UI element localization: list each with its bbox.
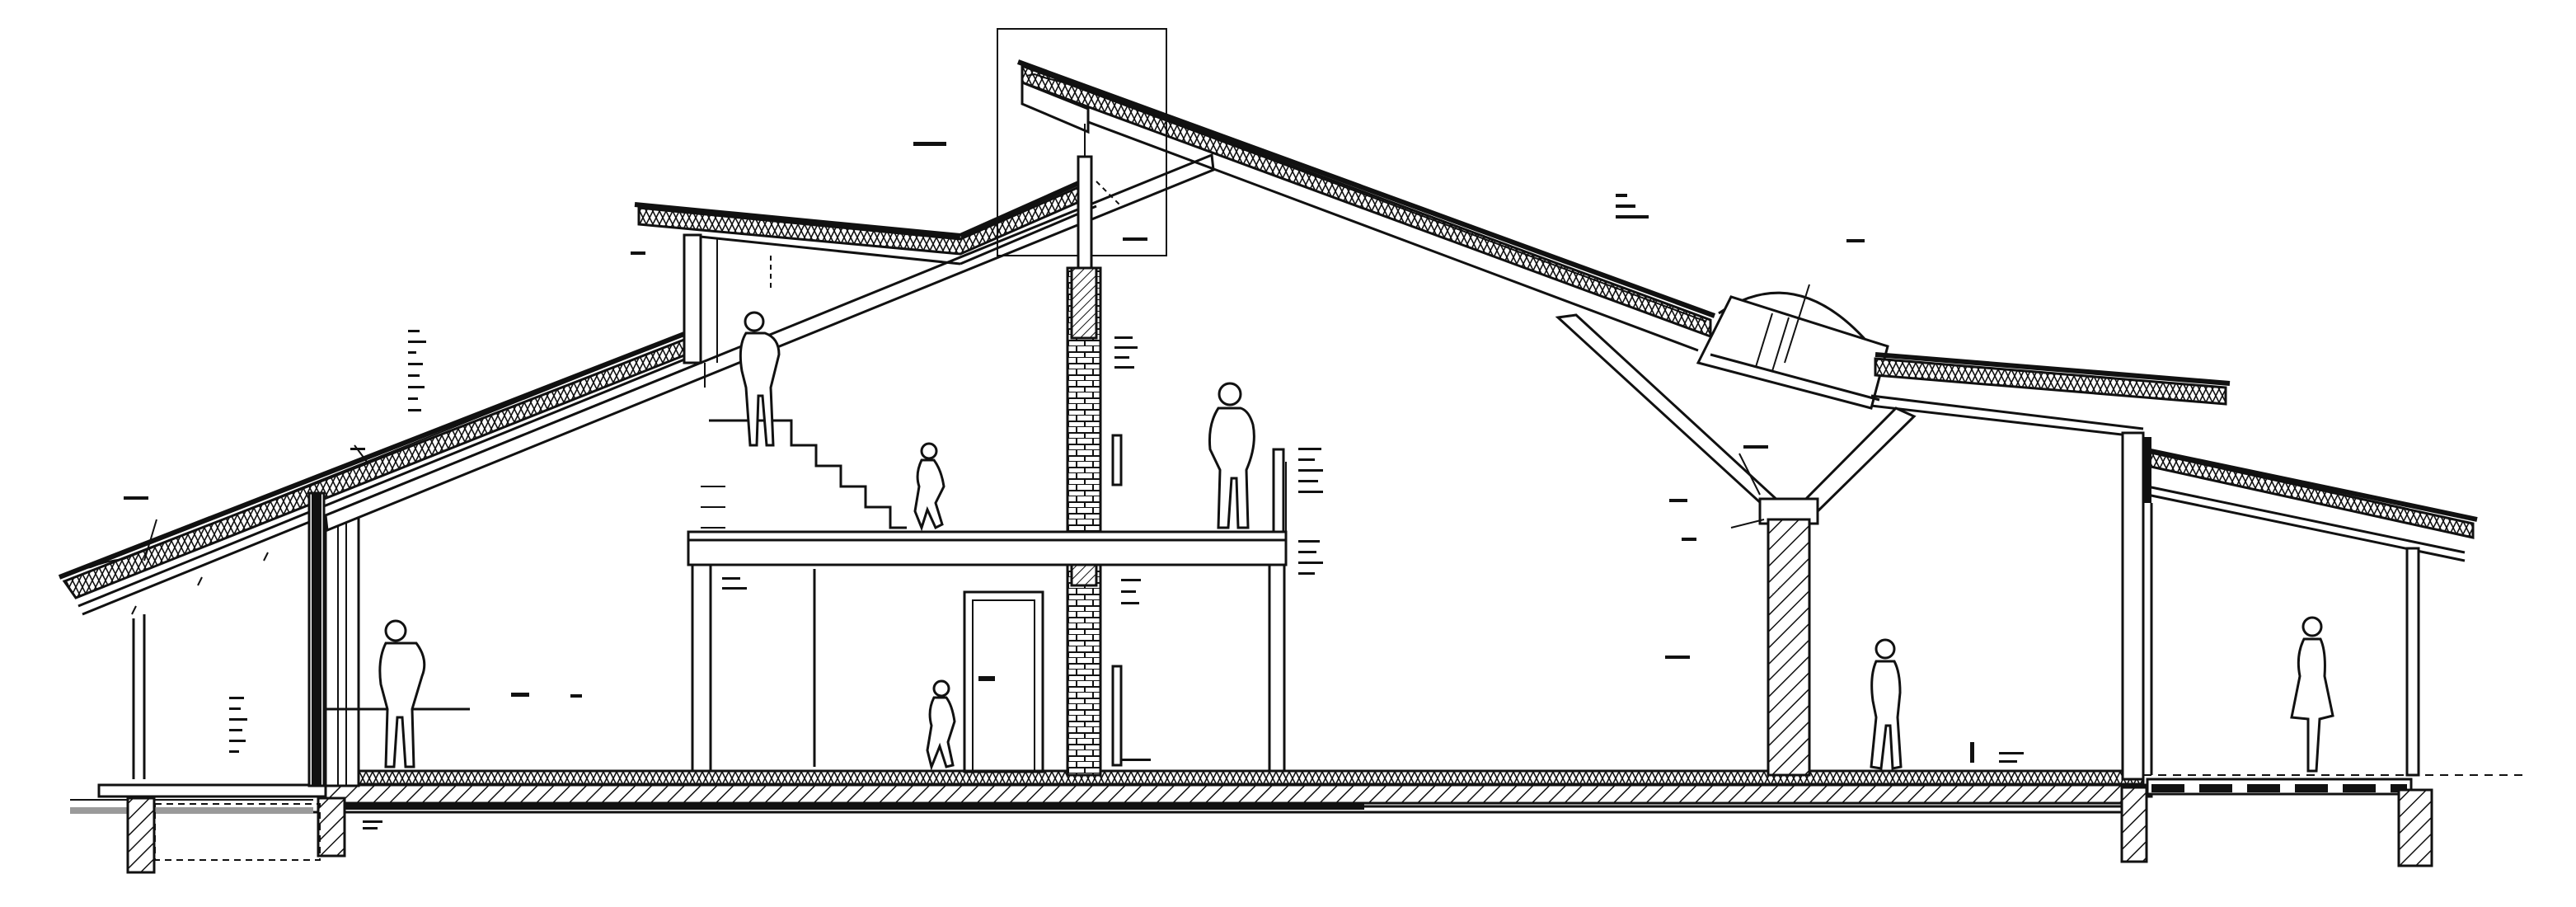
person-terrace [2290, 616, 2334, 773]
clerestory-roof [634, 176, 1097, 266]
foundation-footings [126, 786, 2433, 874]
terrace-wall-and-post [2121, 431, 2420, 781]
main-roof [1016, 59, 1716, 352]
left-roof [58, 331, 701, 616]
clerestory-posts [683, 233, 718, 388]
leader-lines [143, 181, 1765, 562]
child-running-mezzanine [913, 442, 945, 532]
person-mezzanine [1208, 382, 1255, 529]
person-ground-left [378, 619, 426, 768]
ground-floor-posts [691, 563, 1286, 773]
interior-door [963, 590, 1044, 773]
terrace-slab [2146, 778, 2413, 796]
person-on-stairs [739, 311, 781, 447]
child-ground-floor [926, 679, 956, 771]
left-eave-post [132, 614, 146, 779]
terrace-roof [2142, 447, 2478, 562]
ground-line [70, 774, 2522, 814]
skylight-dome [1696, 284, 1889, 410]
mezzanine-floor [687, 462, 1288, 566]
y-column [1555, 313, 1917, 777]
floor-slab [97, 769, 2153, 814]
mezzanine-railings [1111, 434, 1285, 767]
staircase [701, 419, 907, 529]
right-roof [1870, 352, 2231, 439]
person-near-column [1870, 638, 1903, 770]
